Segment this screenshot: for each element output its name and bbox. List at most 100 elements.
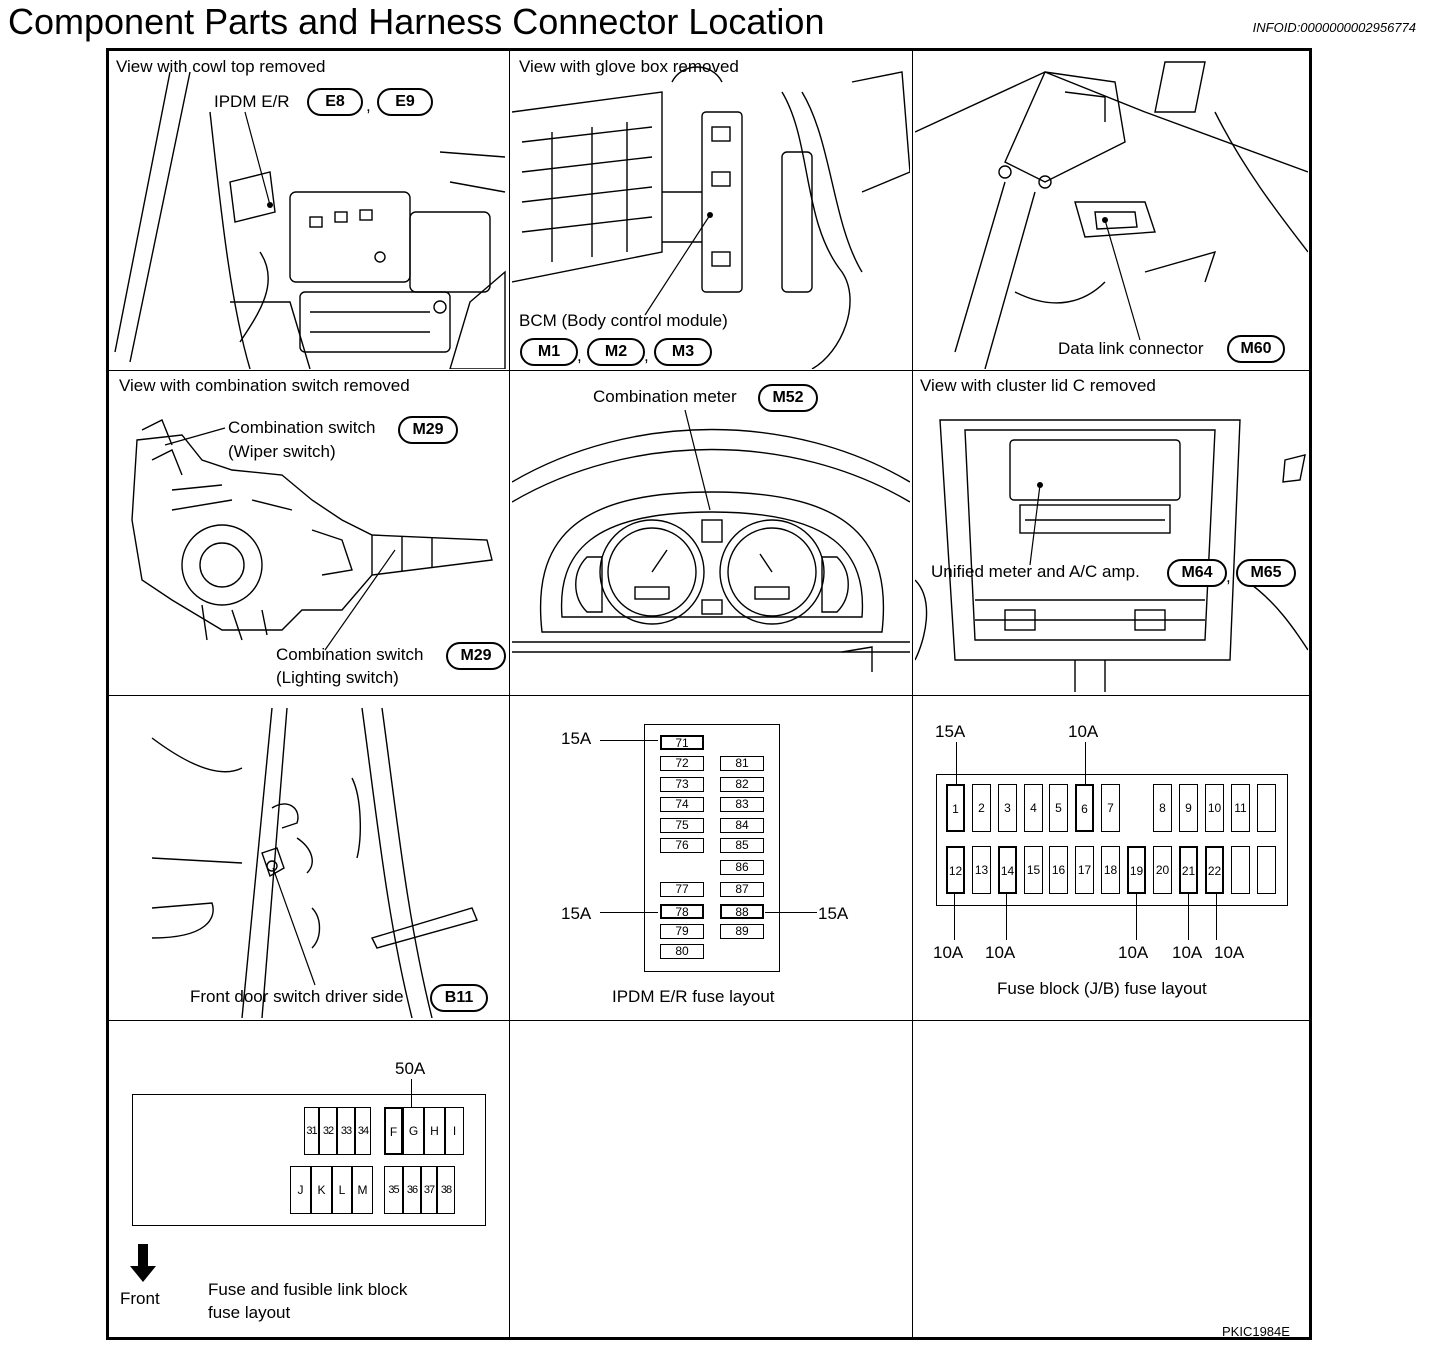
ipdm-fuse: 87: [720, 882, 764, 897]
meter-leader: [684, 409, 711, 511]
jb-fuse-caption: Fuse block (J/B) fuse layout: [997, 979, 1207, 998]
bcm-leader: [644, 212, 713, 316]
ipdm-fuse: 73: [660, 777, 704, 792]
jb-amp-22-leader: [1216, 894, 1217, 940]
connector-m65: M65: [1236, 559, 1296, 587]
connector-separator: ,: [1226, 567, 1231, 586]
connector-b11: B11: [430, 984, 488, 1012]
jb-amp-21: 10A: [1172, 943, 1203, 962]
ipdm-fuse: 88: [720, 904, 764, 919]
combination-switch-illustration: [131, 419, 493, 641]
amp-label: Unified meter and A/C amp.: [931, 562, 1140, 581]
jb-fuse: 12: [946, 846, 965, 894]
jb-fuse: 14: [998, 846, 1017, 894]
jb-fuse: 20: [1153, 846, 1172, 894]
down-arrow-icon: [130, 1244, 156, 1282]
ipdm-fuse: 81: [720, 756, 764, 771]
link-fuse: F: [384, 1107, 403, 1155]
combo-caption: View with combination switch removed: [119, 376, 410, 395]
grid-divider-h2: [109, 695, 1309, 696]
glove-caption: View with glove box removed: [519, 57, 739, 76]
link-fuse: 31: [304, 1107, 319, 1155]
connector-m3: M3: [654, 338, 712, 366]
link-fuse: L: [332, 1166, 352, 1214]
diagram-frame: [106, 48, 1312, 1340]
link-fuse: M: [352, 1166, 373, 1214]
combination-meter-illustration: [512, 428, 910, 672]
link-fuse: K: [311, 1166, 332, 1214]
link-fuse: G: [403, 1107, 424, 1155]
amp-label-71: 15A: [561, 729, 592, 748]
figure-code: PKIC1984E: [1222, 1324, 1290, 1339]
jb-amp-21-leader: [1188, 894, 1189, 940]
link-caption-2: fuse layout: [208, 1303, 291, 1322]
ipdm-fuse: 75: [660, 818, 704, 833]
grid-divider-h1: [109, 370, 1309, 371]
jb-amp-14-leader: [1006, 894, 1007, 940]
link-fuse: H: [424, 1107, 445, 1155]
connector-m29-wiper: M29: [398, 416, 458, 444]
jb-amp-19: 10A: [1118, 943, 1149, 962]
engine-bay-illustration: [114, 71, 506, 369]
ipdm-fuse: 71: [660, 735, 704, 750]
amp-leader-88: [765, 912, 817, 913]
link-amp-f: 50A: [395, 1059, 426, 1078]
jb-amp-12-leader: [954, 894, 955, 940]
ipdm-fuse: 79: [660, 924, 704, 939]
jb-fuse: 2: [972, 784, 991, 832]
page-title: Component Parts and Harness Connector Lo…: [8, 1, 825, 42]
ipdm-fuse: 80: [660, 944, 704, 959]
ipdm-fuse: 84: [720, 818, 764, 833]
ipdm-fuse-caption: IPDM E/R fuse layout: [612, 987, 775, 1006]
jb-amp-6: 10A: [1068, 722, 1099, 741]
combo-sub-2: (Lighting switch): [276, 668, 399, 687]
link-fuse: 36: [403, 1166, 421, 1214]
ipdm-leader: [244, 111, 273, 208]
ipdm-fuse: 78: [660, 904, 704, 919]
ipdm-label: IPDM E/R: [214, 92, 290, 111]
link-amp-f-leader: [411, 1079, 412, 1107]
jb-fuse: 5: [1049, 784, 1068, 832]
jb-fuse: 15: [1024, 846, 1043, 894]
jb-fuse: 4: [1024, 784, 1043, 832]
jb-amp-22: 10A: [1214, 943, 1245, 962]
grid-divider-v2: [912, 51, 913, 1022]
ipdm-fuse: 82: [720, 777, 764, 792]
grid-divider-v2b: [912, 1022, 913, 1337]
jb-fuse: 11: [1231, 784, 1250, 832]
connector-e9: E9: [377, 88, 433, 116]
ipdm-fuse: 76: [660, 838, 704, 853]
connector-e8: E8: [307, 88, 363, 116]
jb-fuse: 8: [1153, 784, 1172, 832]
amp-leader-71: [600, 740, 658, 741]
connector-m60: M60: [1227, 335, 1285, 363]
jb-amp-12: 10A: [933, 943, 964, 962]
jb-amp-14: 10A: [985, 943, 1016, 962]
jb-fuse: 17: [1075, 846, 1094, 894]
jb-amp-1: 15A: [935, 722, 966, 741]
link-fuse: J: [290, 1166, 311, 1214]
link-fuse: 35: [384, 1166, 403, 1214]
link-fuse: I: [445, 1107, 464, 1155]
jb-fuse: 7: [1101, 784, 1120, 832]
cluster-caption: View with cluster lid C removed: [920, 376, 1156, 395]
jb-fuse: 6: [1075, 784, 1094, 832]
link-caption-1: Fuse and fusible link block: [208, 1280, 408, 1299]
jb-fuse: 22: [1205, 846, 1224, 894]
connector-m29-lighting: M29: [446, 642, 506, 670]
door-switch-leader: [272, 867, 316, 986]
link-fuse: 33: [337, 1107, 355, 1155]
jb-fuse: 9: [1179, 784, 1198, 832]
connector-separator: ,: [366, 96, 371, 115]
door-switch-label: Front door switch driver side: [190, 987, 404, 1006]
ipdm-fuse: 72: [660, 756, 704, 771]
wiper-leader: [164, 427, 226, 446]
link-fuse: 38: [437, 1166, 455, 1214]
jb-fuse: 13: [972, 846, 991, 894]
jb-fuse: [1257, 846, 1276, 894]
grid-divider-v1: [509, 51, 510, 1337]
ipdm-fuse: 74: [660, 797, 704, 812]
connector-separator: ,: [577, 346, 582, 365]
connector-m64: M64: [1167, 559, 1227, 587]
combo-label-1: Combination switch: [228, 418, 376, 437]
